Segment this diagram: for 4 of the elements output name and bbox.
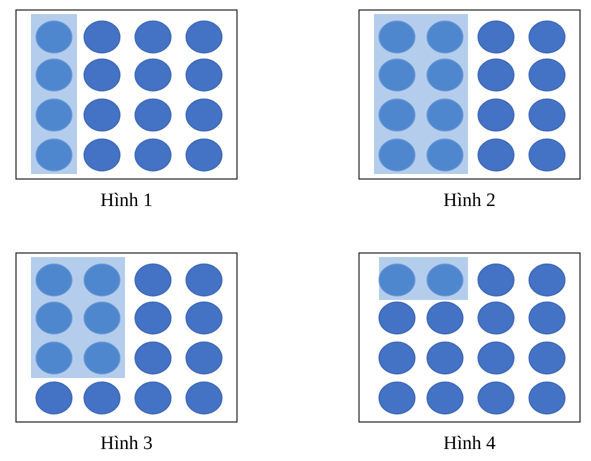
figure-caption: Hình 3 [100,433,153,455]
figure-caption: Hình 4 [443,433,496,455]
figure-caption: Hình 1 [100,190,153,212]
figure-caption: Hình 2 [443,190,496,212]
